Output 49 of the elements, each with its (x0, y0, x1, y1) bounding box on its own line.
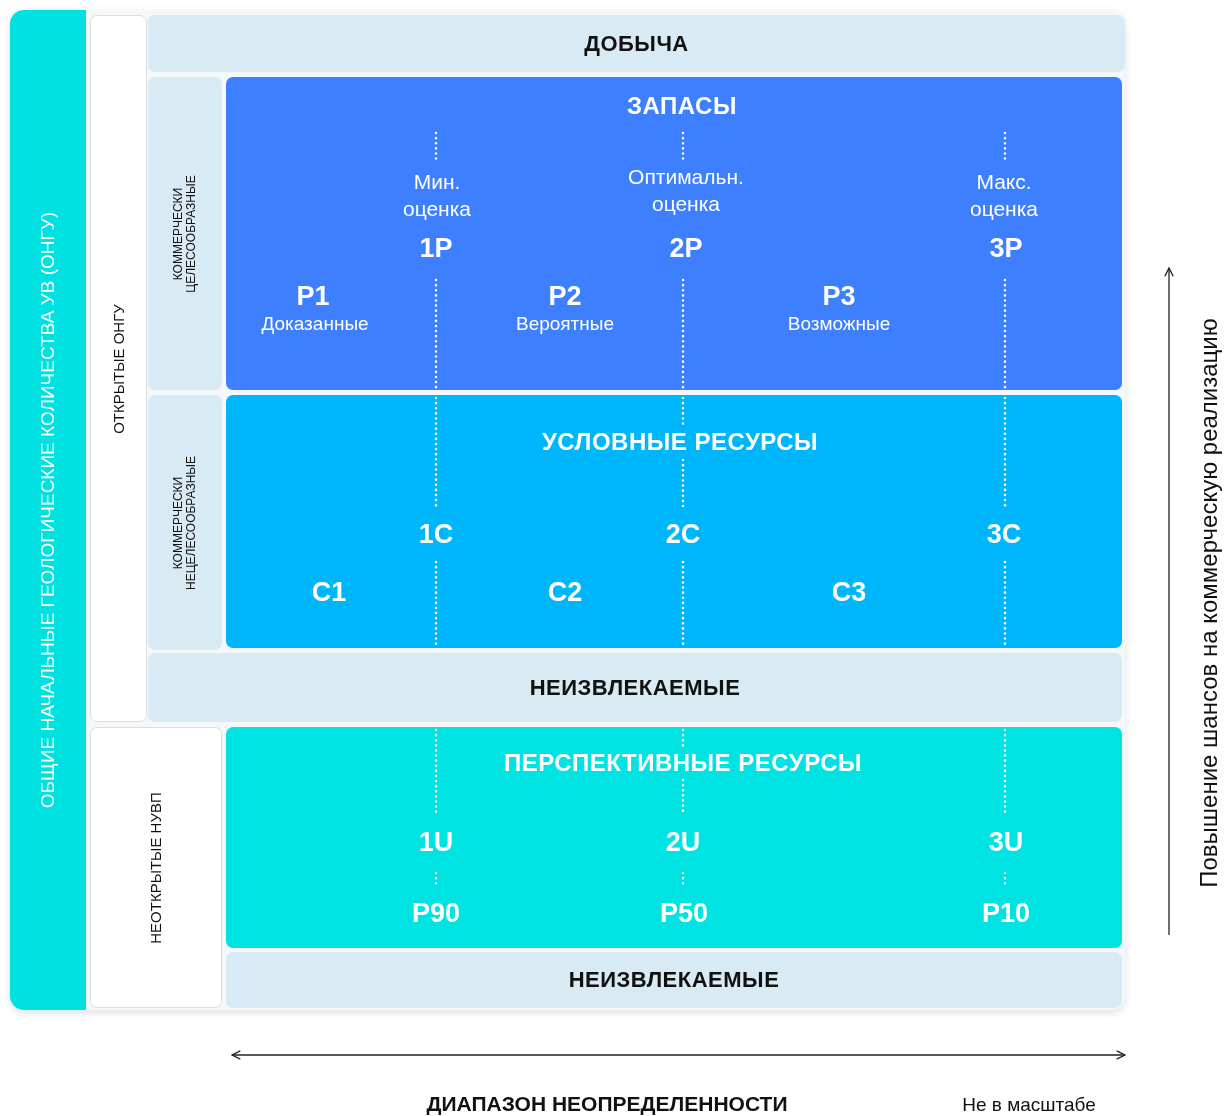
note: Не в масштабе (962, 1094, 1096, 1116)
row-header-panel (148, 395, 222, 650)
category-code: P90 (412, 897, 460, 931)
category-panel (226, 77, 1122, 390)
category-code: P50 (660, 897, 708, 931)
category-code: 3C (986, 518, 1022, 552)
category-label: Доказанные (261, 311, 369, 336)
category-code: C3 (831, 576, 867, 610)
band-label: НЕИЗВЛЕКАЕМЫЕ (568, 967, 780, 993)
axis-title: ДИАПАЗОН НЕОПРЕДЕЛЕННОСТИ (426, 1092, 788, 1116)
category-code: C1 (311, 576, 347, 610)
section-heading: УСЛОВНЫЕ РЕСУРСЫ (541, 427, 819, 458)
section-heading: ПЕРСПЕКТИВНЫЕ РЕСУРСЫ (504, 748, 862, 779)
axis-title: ОБЩИЕ НАЧАЛЬНЫЕ ГЕОЛОГИЧЕСКИЕ КОЛИЧЕСТВА УВ (ОНГУ) (37, 211, 59, 809)
category-code: 3P (989, 232, 1023, 266)
category-panel (226, 727, 1122, 948)
row-header-panel (90, 15, 147, 722)
row-label: КОММЕРЧЕСКИ ЦЕЛЕСООБРАЗНЫЕ (171, 173, 199, 295)
category-code: P2 (548, 280, 582, 314)
category-code: 1C (418, 518, 454, 552)
estimate-label: Оптимальн. оценка (627, 163, 745, 217)
row-label: КОММЕРЧЕСКИ НЕЦЕЛЕСООБРАЗНЫЕ (171, 454, 199, 592)
category-band (148, 653, 1122, 722)
category-code: P10 (982, 897, 1030, 931)
category-code: 1P (419, 232, 453, 266)
classification-card (10, 10, 1125, 1010)
estimate-label: Макс. оценка (968, 168, 1040, 222)
category-code: 2U (665, 826, 701, 860)
category-label: Возможные (787, 311, 891, 336)
category-code: 1U (418, 826, 454, 860)
category-code: 2C (665, 518, 701, 552)
band-label: ДОБЫЧА (584, 30, 689, 57)
estimate-label: Мин. оценка (401, 168, 473, 222)
category-code: C2 (547, 576, 583, 610)
category-code: P1 (296, 280, 330, 314)
category-band (226, 952, 1122, 1008)
category-code: 2P (669, 232, 703, 266)
row-header-panel (148, 77, 222, 390)
row-label: ОТКРЫТЫЕ ОНГУ (110, 303, 127, 434)
category-code: P3 (822, 280, 856, 314)
category-code: 3U (988, 826, 1024, 860)
category-label: Вероятные (515, 311, 615, 336)
category-panel (226, 395, 1122, 648)
band-label: НЕИЗВЛЕКАЕМЫЕ (529, 674, 741, 701)
category-band (148, 15, 1125, 72)
row-header-panel (90, 727, 222, 1008)
section-heading: ЗАПАСЫ (627, 91, 737, 122)
row-label: НЕОТКРЫТЫЕ НУВП (147, 791, 165, 944)
axis-title: Повышение шансов на коммерческую реализацию (1195, 318, 1223, 888)
